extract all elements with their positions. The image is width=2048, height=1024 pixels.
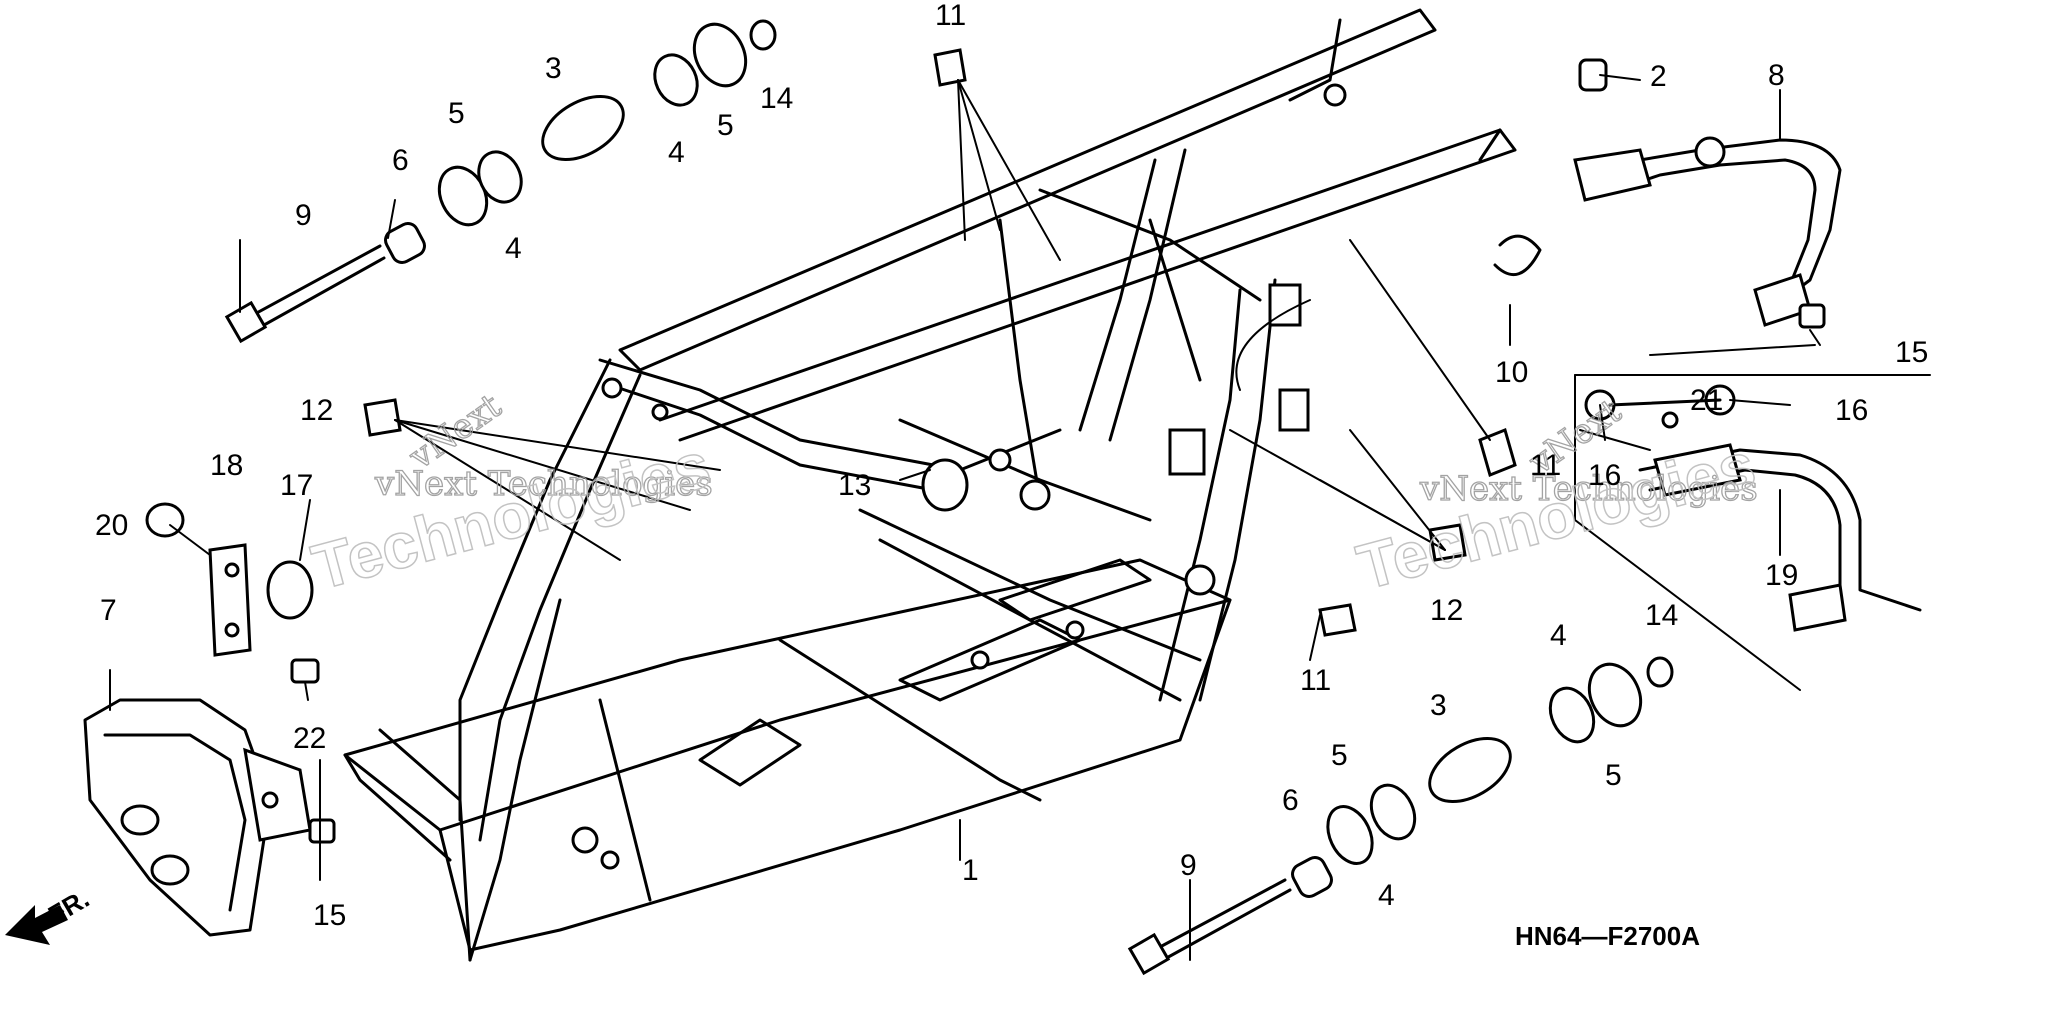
callout-11-bottom: 11	[1300, 664, 1331, 697]
callout-9-bottom: 9	[1180, 849, 1197, 882]
callout-4-bottom-a: 4	[1378, 879, 1395, 912]
callout-numbers: 1 2 3 3 4 4 4 4 5 5 5 5 6 6 7 8 9 9 10 1…	[95, 0, 1928, 932]
callout-5-top-b: 5	[717, 109, 734, 142]
callout-19: 19	[1765, 559, 1798, 592]
callout-6-bottom: 6	[1282, 784, 1299, 817]
callout-1: 1	[962, 854, 979, 887]
front-direction-marker: FR.	[5, 883, 94, 945]
main-frame	[343, 8, 1517, 962]
callout-22: 22	[293, 722, 326, 755]
callout-14-bottom: 14	[1645, 599, 1678, 632]
callout-4-top-b: 4	[668, 136, 685, 169]
callout-14-top: 14	[760, 82, 793, 115]
diagram-code: HN64—F2700A	[1515, 921, 1700, 951]
callout-5-top-a: 5	[448, 97, 465, 130]
callout-5-bottom-a: 5	[1331, 739, 1348, 772]
callout-12-left: 12	[300, 394, 333, 427]
watermark-line-right: vNext Technologies	[1419, 469, 1758, 509]
callout-15-right: 15	[1895, 336, 1928, 369]
front-arrow-icon	[5, 905, 68, 945]
mount-plate-assembly	[145, 502, 336, 844]
callout-15-left: 15	[313, 899, 346, 932]
rear-bar-box	[1574, 374, 1931, 691]
clips	[363, 48, 1517, 637]
callout-12-right: 12	[1430, 594, 1463, 627]
callout-4-bottom-b: 4	[1550, 619, 1567, 652]
callout-18: 18	[210, 449, 243, 482]
callout-17: 17	[280, 469, 313, 502]
callout-13: 13	[838, 469, 871, 502]
callout-2: 2	[1650, 60, 1667, 93]
bottom-right-spindle-assembly	[1127, 656, 1674, 976]
callout-21: 21	[1690, 384, 1723, 417]
callout-4-top-a: 4	[505, 232, 522, 265]
callout-16-right: 16	[1835, 394, 1868, 427]
watermark-line-left: vNext Technologies	[374, 464, 713, 504]
callout-5-bottom-b: 5	[1605, 759, 1622, 792]
callout-11-right: 11	[1530, 449, 1561, 482]
callout-10: 10	[1495, 356, 1528, 389]
leader-lines	[109, 74, 1816, 961]
callout-6-top: 6	[392, 144, 409, 177]
callout-7: 7	[100, 594, 117, 627]
callout-3-bottom: 3	[1430, 689, 1447, 722]
callout-20: 20	[95, 509, 128, 542]
callout-8: 8	[1768, 59, 1785, 92]
callout-11-top: 11	[935, 0, 966, 32]
top-left-spindle-assembly	[224, 19, 777, 344]
front-bumper	[83, 698, 312, 937]
callout-9-top: 9	[295, 199, 312, 232]
callout-16-left: 16	[1588, 459, 1621, 492]
rear-grab-bar	[1493, 58, 1842, 346]
callout-3-top: 3	[545, 52, 562, 85]
